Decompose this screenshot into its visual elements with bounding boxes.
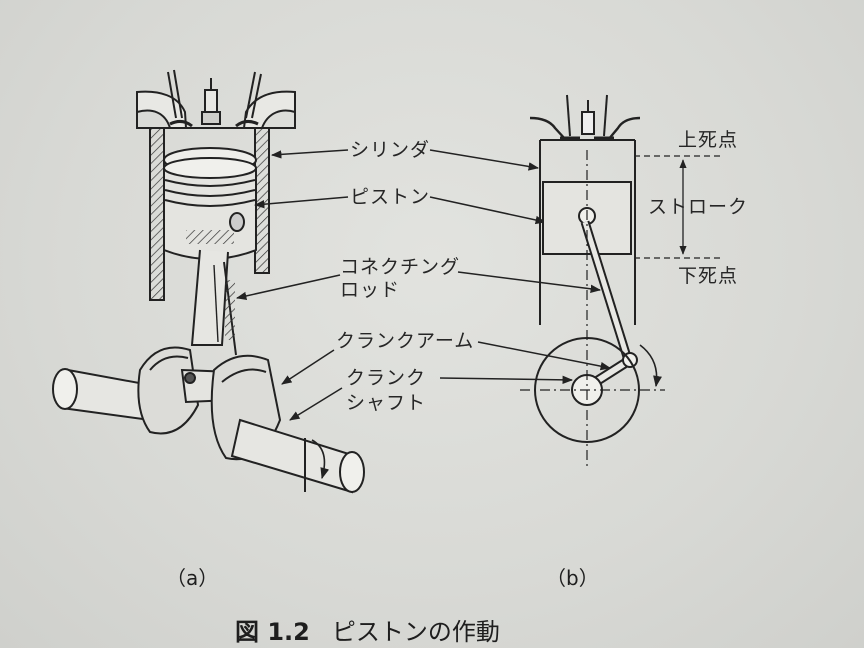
label-stroke: ストローク xyxy=(648,196,749,218)
spark-plug-b xyxy=(581,111,595,135)
leader-crankarm-a xyxy=(281,349,335,385)
subcaption-b: （b） xyxy=(546,566,599,590)
exhaust-valve-stem xyxy=(245,71,256,119)
label-crank-arm: クランクアーム xyxy=(336,330,475,352)
leader-piston-a xyxy=(253,196,349,209)
figure-title: ピストンの作動 xyxy=(331,618,500,646)
spark-plug xyxy=(201,78,221,125)
leader-crankshaft-a xyxy=(289,387,343,421)
piston-pin-boss xyxy=(229,212,245,232)
schematic-b xyxy=(520,94,665,468)
intake-valve-stem xyxy=(173,69,183,119)
piston-a xyxy=(163,157,257,260)
leader-cylinder-a xyxy=(270,149,349,159)
label-bottom-dead-center: 下死点 xyxy=(678,265,739,287)
figure-number: 図 1.2 xyxy=(235,618,310,646)
crankshaft-a xyxy=(52,346,365,494)
leader-conrod-a xyxy=(235,274,341,301)
label-connecting-rod-1: コネクチング xyxy=(340,256,461,278)
label-piston: ピストン xyxy=(350,186,431,208)
figure-caption: 図 1.2 ピストンの作動 xyxy=(235,612,500,647)
cylinder-wall-right xyxy=(254,127,270,274)
leader-crankshaft-b xyxy=(439,375,574,385)
label-crankshaft-1: クランク xyxy=(346,367,427,389)
leader-piston-b xyxy=(429,196,547,225)
leader-cylinder-b xyxy=(429,149,540,171)
rotation-arrow-a xyxy=(311,439,330,480)
label-top-dead-center: 上死点 xyxy=(678,129,739,151)
label-cylinder: シリンダ xyxy=(350,139,431,161)
leader-lines xyxy=(235,149,612,421)
leader-conrod-b xyxy=(457,271,602,293)
label-crankshaft-2: シャフト xyxy=(346,392,427,414)
label-connecting-rod-2: ロッド xyxy=(340,279,401,301)
subcaption-a: （a） xyxy=(166,566,219,590)
cylinder-wall-left xyxy=(149,127,165,301)
leader-crankarm-b xyxy=(477,341,612,371)
connecting-rod-a xyxy=(190,249,237,356)
engine-drawing-a xyxy=(52,69,365,494)
stroke-dimension xyxy=(634,155,720,259)
rotation-arrow-b xyxy=(639,344,662,388)
